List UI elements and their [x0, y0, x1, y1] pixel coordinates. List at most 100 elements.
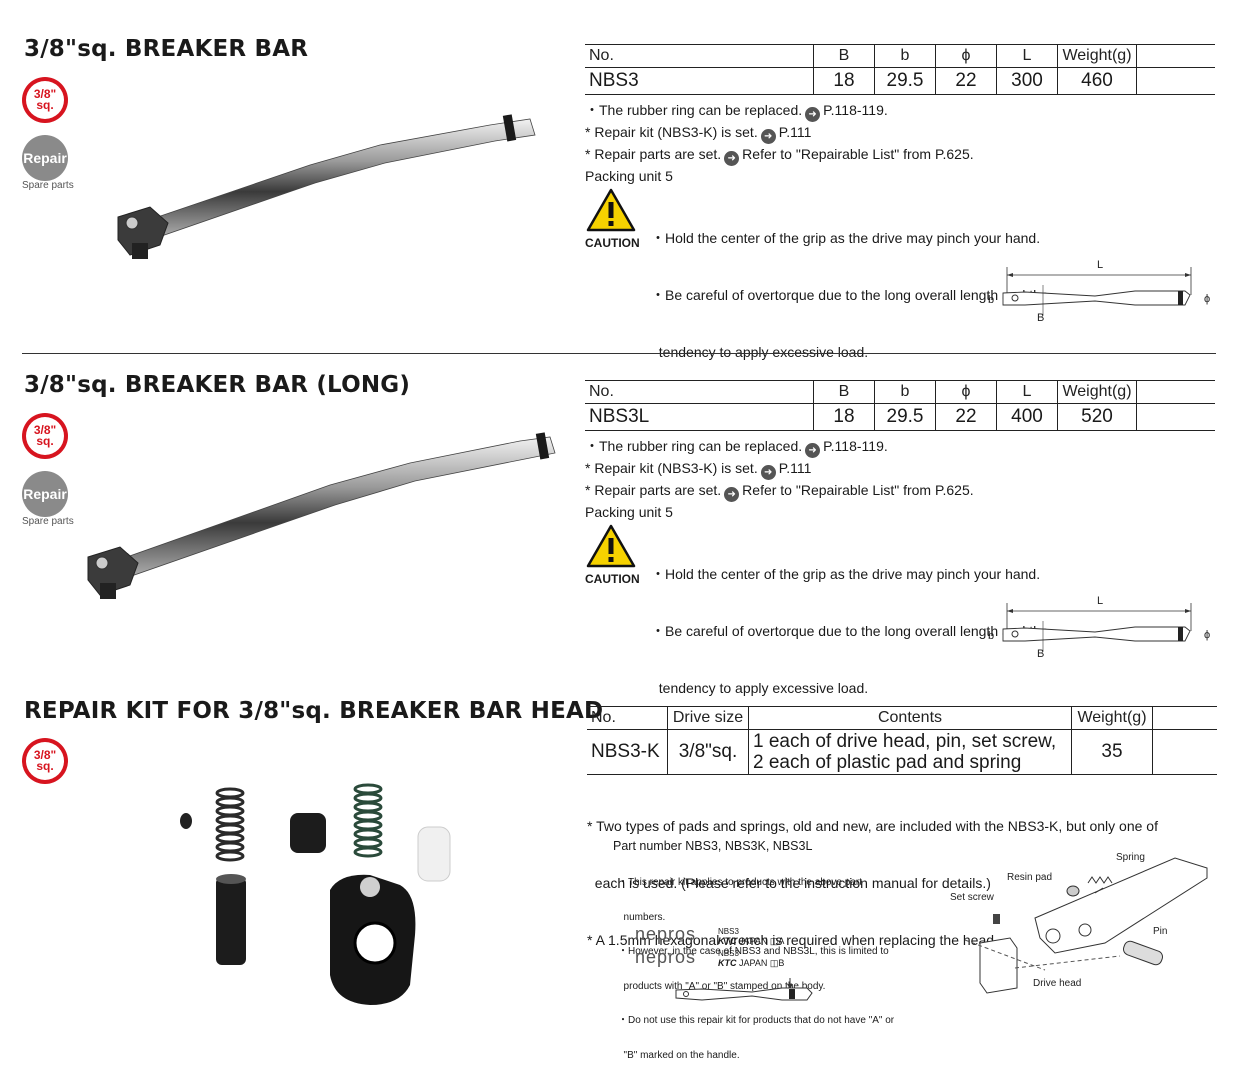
small-note-line: numbers.: [618, 911, 666, 923]
white-plastic-pad-part: [417, 826, 451, 882]
section-title: 3/8"sq. BREAKER BAR: [24, 36, 309, 62]
small-note-line: ・However, in the case of NBS3 and NBS3L,…: [618, 946, 889, 957]
set-screw-part: [180, 813, 192, 829]
cell-L: 300: [996, 67, 1058, 95]
part-number-line: Part number NBS3, NBS3K, NBS3L: [613, 839, 813, 853]
drive-size-badge: 3/8"sq.: [22, 77, 68, 123]
note-text: * Repair kit (NBS3-K) is set.: [585, 460, 758, 476]
badge-sq-text: sq.: [36, 98, 54, 112]
col-empty: [1136, 380, 1215, 404]
nepros-logo: nepros: [635, 924, 697, 944]
col-weight: Weight(g): [1071, 706, 1153, 730]
col-b: b: [874, 44, 936, 68]
note-text: ・The rubber ring can be replaced.: [585, 102, 803, 118]
stamp-country: JAPAN: [739, 958, 768, 968]
page-ref-link[interactable]: P.118-119.: [823, 102, 888, 118]
caution-warning-icon: [586, 524, 636, 568]
resin-pad-label: Resin pad: [1007, 872, 1052, 883]
dimension-diagram: L b B ϕ: [988, 595, 1210, 660]
note-line: * Repair kit (NBS3-K) is set.➜P.111: [585, 122, 974, 144]
stamp-model: NBS3: [718, 949, 739, 958]
cell-b: 29.5: [874, 403, 936, 431]
section-title: 3/8"sq. BREAKER BAR (LONG): [24, 372, 411, 398]
page-ref-link[interactable]: P.111: [778, 124, 812, 140]
note-line: * Two types of pads and springs, old and…: [587, 818, 1158, 834]
cell-weight: 520: [1057, 403, 1137, 431]
caution-label: CAUTION: [585, 572, 640, 586]
dim-b-label: b: [988, 294, 994, 306]
cell-no: NBS3: [585, 67, 814, 95]
page-ref-link[interactable]: Refer to "Repairable List" from P.625.: [742, 146, 974, 162]
notes-block: ・The rubber ring can be replaced. ➜ P.118-…: [585, 436, 974, 523]
dimension-diagram: L b B ϕ: [988, 259, 1210, 324]
col-L: L: [996, 44, 1058, 68]
note-line: * Repair parts are set.➜Refer to "Repair…: [585, 480, 974, 502]
col-no: No.: [587, 706, 668, 730]
pin-part: [216, 877, 246, 965]
cell-phi: 22: [935, 67, 997, 95]
packing-unit: Packing unit 5: [585, 168, 673, 184]
packing-unit: Packing unit 5: [585, 504, 673, 520]
col-weight: Weight(g): [1057, 380, 1137, 404]
note-line: * A 1.5mm hexagonal wrench is required w…: [587, 932, 998, 948]
stamp-country: JAPAN: [739, 936, 768, 946]
arrow-right-icon: ➜: [760, 465, 776, 480]
col-no: No.: [585, 44, 814, 68]
dim-b-label: b: [988, 630, 994, 642]
breaker-bar-photo: [117, 114, 536, 259]
note-text: ・The rubber ring can be replaced.: [585, 438, 803, 454]
note-text: * Repair parts are set.: [585, 482, 722, 498]
small-note-line: ・Do not use this repair kit for products…: [618, 1015, 895, 1026]
cell-no: NBS3L: [585, 403, 814, 431]
ktc-logo: KTC: [718, 936, 737, 946]
small-note-line: "B" marked on the handle.: [618, 1049, 740, 1061]
stamp-letter-a: A: [778, 936, 785, 946]
col-B: B: [813, 44, 875, 68]
col-empty: [1152, 706, 1217, 730]
page-ref-link[interactable]: P.111: [778, 460, 812, 476]
cell-empty: [1136, 403, 1215, 431]
col-phi: ϕ: [935, 380, 997, 404]
note-line: each is used. (Please refer to the instr…: [587, 875, 991, 891]
caution-line: tendency to apply excessive load.: [651, 344, 869, 360]
pin-label: Pin: [1153, 926, 1167, 937]
cell-no: NBS3-K: [587, 729, 668, 775]
col-weight: Weight(g): [1057, 44, 1137, 68]
col-empty: [1136, 44, 1215, 68]
caution-label: CAUTION: [585, 236, 640, 250]
spring-part: [215, 787, 245, 862]
cell-B: 18: [813, 403, 875, 431]
contents-line: 2 each of plastic pad and spring: [753, 752, 1022, 773]
cell-b: 29.5: [874, 67, 936, 95]
set-screw-label: Set screw: [950, 892, 995, 903]
table-row: NBS3-K 3/8"sq. 1 each of drive head, pin…: [587, 729, 1217, 775]
arrow-right-icon: ➜: [760, 129, 776, 144]
badge-size-text: 3/8": [33, 748, 57, 762]
cell-weight: 460: [1057, 67, 1137, 95]
page-ref-link[interactable]: Refer to "Repairable List" from P.625.: [742, 482, 974, 498]
small-note-line: products with "A" or "B" stamped on the …: [618, 980, 826, 992]
note-line: ・The rubber ring can be replaced.➜P.118-…: [585, 100, 974, 122]
section-divider: [22, 353, 1216, 354]
col-phi: ϕ: [935, 44, 997, 68]
stamp-line-a: KTC JAPAN ◫A: [718, 936, 784, 948]
dim-phi-label: ϕ: [1204, 293, 1210, 305]
dim-B-label: B: [1037, 648, 1044, 660]
page-ref-link[interactable]: P.118-119.: [823, 438, 888, 454]
breaker-bar-long-photo: [87, 432, 556, 599]
kit-notes: * Two types of pads and springs, old and…: [587, 779, 1158, 969]
badge-size-text: 3/8": [33, 87, 57, 101]
spare-parts-label: Spare parts: [22, 180, 74, 191]
arrow-right-icon: ➜: [805, 107, 821, 122]
cell-contents: 1 each of drive head, pin, set screw, 2 …: [748, 729, 1072, 775]
col-L: L: [996, 380, 1058, 404]
cell-empty: [1136, 67, 1215, 95]
stamp-line-b: KTC JAPAN ◫B: [718, 958, 784, 970]
spec-table-header: No. Drive size Contents Weight(g): [587, 706, 1217, 730]
cell-empty: [1152, 729, 1217, 775]
cell-B: 18: [813, 67, 875, 95]
dim-L-label: L: [1097, 595, 1103, 607]
spare-parts-label: Spare parts: [22, 516, 74, 527]
kit-spec-table: No. Drive size Contents Weight(g) NBS3-K…: [587, 706, 1217, 775]
caution-text: ・Hold the center of the grip as the driv…: [651, 527, 1049, 717]
